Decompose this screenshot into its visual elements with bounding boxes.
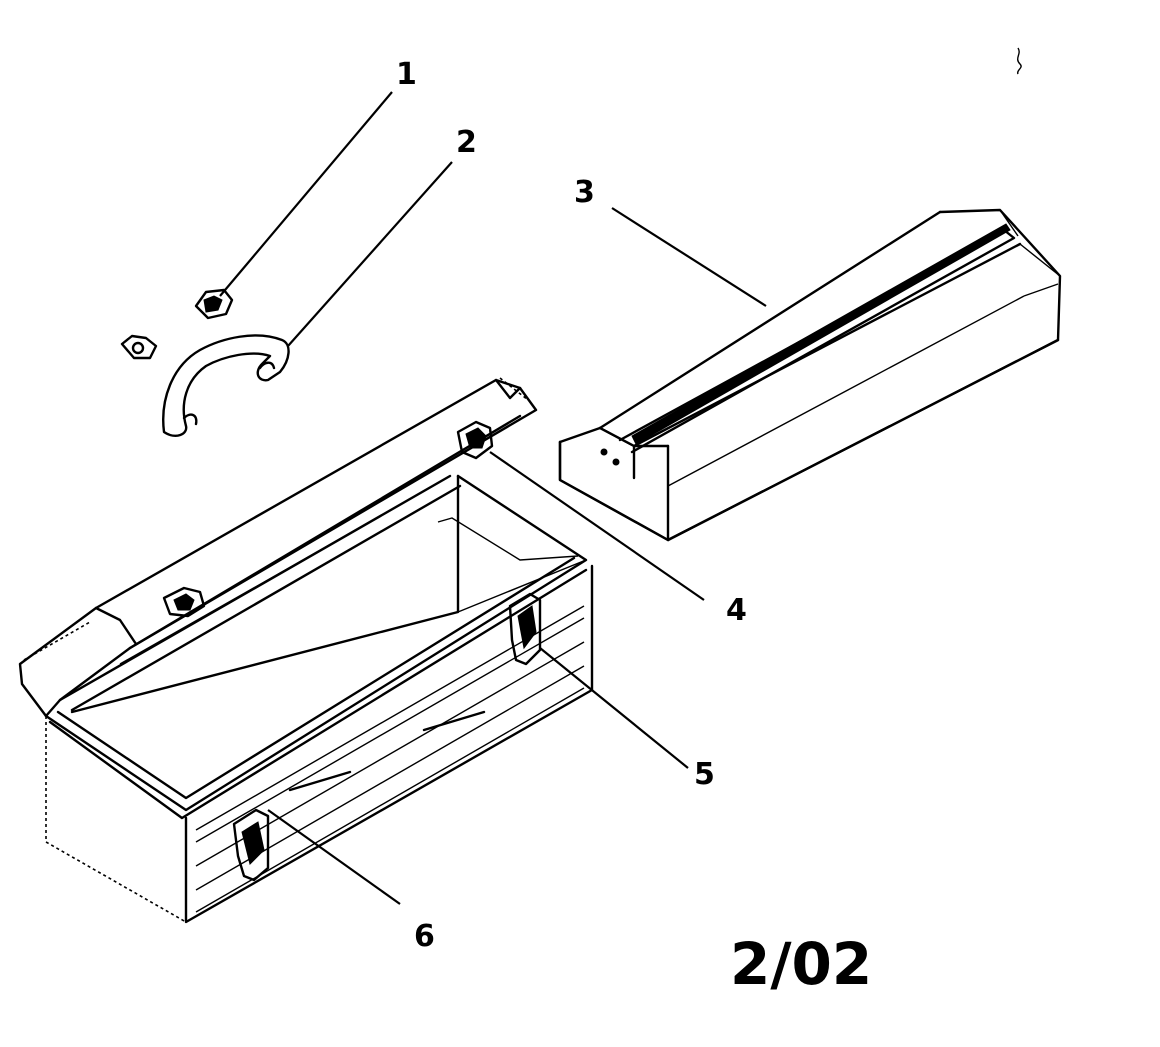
callout-5: 5	[694, 757, 715, 792]
leader-3	[611, 207, 767, 307]
part-2-handle	[162, 334, 290, 437]
toolbox-lid	[18, 377, 538, 718]
leader-5	[539, 647, 689, 769]
callout-3: 3	[574, 175, 595, 210]
leader-1	[219, 91, 393, 297]
part-1-fastener	[120, 288, 234, 360]
callout-2: 2	[456, 125, 477, 160]
part-3-tray	[558, 208, 1062, 542]
callout-6: 6	[414, 919, 435, 954]
leader-lines	[219, 91, 767, 905]
callout-4: 4	[726, 593, 747, 628]
leader-6	[267, 809, 401, 905]
toolbox-body	[44, 474, 594, 924]
callout-1: 1	[396, 57, 417, 92]
stray-mark	[1016, 47, 1022, 75]
leader-4	[489, 451, 705, 601]
leader-2	[287, 161, 453, 347]
revision-date: 2/02	[730, 930, 873, 998]
